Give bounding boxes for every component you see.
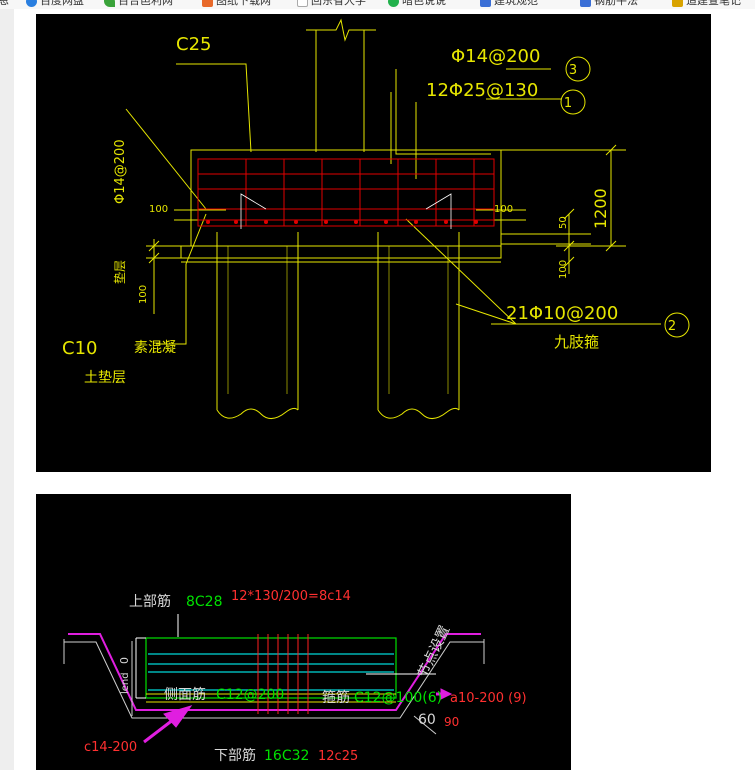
callout-1 <box>560 89 586 115</box>
label-stirrup-type: 九肢箍 <box>554 333 599 351</box>
label-rebar-stirrup: 21Φ10@200 <box>506 303 618 324</box>
bookmark-label: 造建查笔记 <box>686 0 741 7</box>
label-top-rebar: 上部筋 <box>129 593 171 610</box>
bookmark-label: 恩 <box>0 0 9 7</box>
bookmark-label: 回东省大学 <box>311 0 366 7</box>
label-concrete-grade: C25 <box>176 34 211 55</box>
label-plain-concrete: 素混凝 <box>134 340 176 356</box>
bookmark-item[interactable]: 百合邑利网 <box>104 0 173 8</box>
bookmark-item[interactable]: 钢筋平法 <box>580 0 638 8</box>
beam-section-svg: 上部筋 8C28 12*130/200=8c14 侧面筋 C12@200 箍筋 … <box>63 589 527 764</box>
vertical-note: 节点设置 <box>415 623 453 681</box>
note-red-top: 12*130/200=8c14 <box>231 589 351 604</box>
picture-icon <box>202 0 213 7</box>
dim-100-bottom-right: 100 <box>558 260 569 279</box>
bookmarks-bar: 恩 百度网盘 百合邑利网 图纸下载网 回东省大学 暗色说说 建筑规范 钢筋平法 … <box>0 0 755 9</box>
value-side-rebar: C12@200 <box>216 687 284 703</box>
bookmark-item[interactable]: 暗色说说 <box>388 0 446 8</box>
leaf-icon <box>104 0 115 7</box>
pile-cap-section-svg: C25 Φ14@200 12Φ25@130 21Φ10@200 C10 3 1 … <box>62 18 690 419</box>
label-rebar-side-vertical: Φ14@200 <box>113 139 128 204</box>
label-side-rebar: 侧面筋 <box>164 686 206 703</box>
angle-90: 90 <box>444 715 459 729</box>
angle-60: 60 <box>418 712 436 728</box>
label-bottom-rebar: 下部筋 <box>214 747 256 764</box>
dim-100-left: 100 <box>149 204 168 215</box>
bookmark-item[interactable]: 图纸下载网 <box>202 0 271 8</box>
note-red-bottom: 12c25 <box>318 749 358 764</box>
cad-drawing-beam-section: 上部筋 8C28 12*130/200=8c14 侧面筋 C12@200 箍筋 … <box>36 494 571 770</box>
bookmark-item[interactable]: 建筑规范 <box>480 0 538 8</box>
bookmark-label: 百合邑利网 <box>118 0 173 7</box>
dim-0: 0 <box>118 657 131 664</box>
book-icon <box>480 0 491 7</box>
dim-lend: lend <box>120 672 131 694</box>
value-stirrup: C12@100(6) <box>354 690 442 706</box>
cad-drawing-pile-cap: C25 Φ14@200 12Φ25@130 21Φ10@200 C10 3 1 … <box>36 14 711 472</box>
note-magenta: a10-200 (9) <box>450 691 527 706</box>
label-stirrup: 箍筋 <box>322 689 350 706</box>
label-soil-cushion: 土垫层 <box>84 370 126 386</box>
bookmark-item[interactable]: 恩 <box>0 0 9 8</box>
bookmark-item[interactable]: 回东省大学 <box>297 0 366 8</box>
callout-3-label: 3 <box>569 63 577 78</box>
label-cushion: 垫层 <box>112 260 127 284</box>
dim-1200: 1200 <box>591 188 610 229</box>
callout-3 <box>565 56 591 82</box>
book-icon <box>580 0 591 7</box>
label-rebar-main: 12Φ25@130 <box>426 80 538 101</box>
dim-50: 50 <box>558 216 569 229</box>
dim-100-right: 100 <box>494 204 513 215</box>
callout-2 <box>664 312 690 338</box>
chat-icon <box>388 0 399 7</box>
note-c14: c14-200 <box>84 740 137 755</box>
bookmark-item[interactable]: 造建查笔记 <box>672 0 741 8</box>
value-bottom-rebar: 16C32 <box>264 748 309 764</box>
callout-2-label: 2 <box>668 319 676 334</box>
bookmark-label: 钢筋平法 <box>594 0 638 7</box>
label-concrete-grade-c10: C10 <box>62 338 97 359</box>
dim-100-lower: 100 <box>138 285 149 304</box>
bookmark-label: 百度网盘 <box>40 0 84 7</box>
bookmark-item[interactable]: 百度网盘 <box>26 0 84 8</box>
page-left-gutter <box>0 9 14 770</box>
page-icon <box>297 0 308 7</box>
cloud-icon <box>26 0 37 7</box>
bookmark-label: 建筑规范 <box>494 0 538 7</box>
label-rebar-top-layer: Φ14@200 <box>451 46 540 67</box>
bookmark-label: 暗色说说 <box>402 0 446 7</box>
bookmark-label: 图纸下载网 <box>216 0 271 7</box>
callout-1-label: 1 <box>564 96 572 111</box>
star-icon <box>672 0 683 7</box>
value-top-rebar: 8C28 <box>186 594 223 610</box>
